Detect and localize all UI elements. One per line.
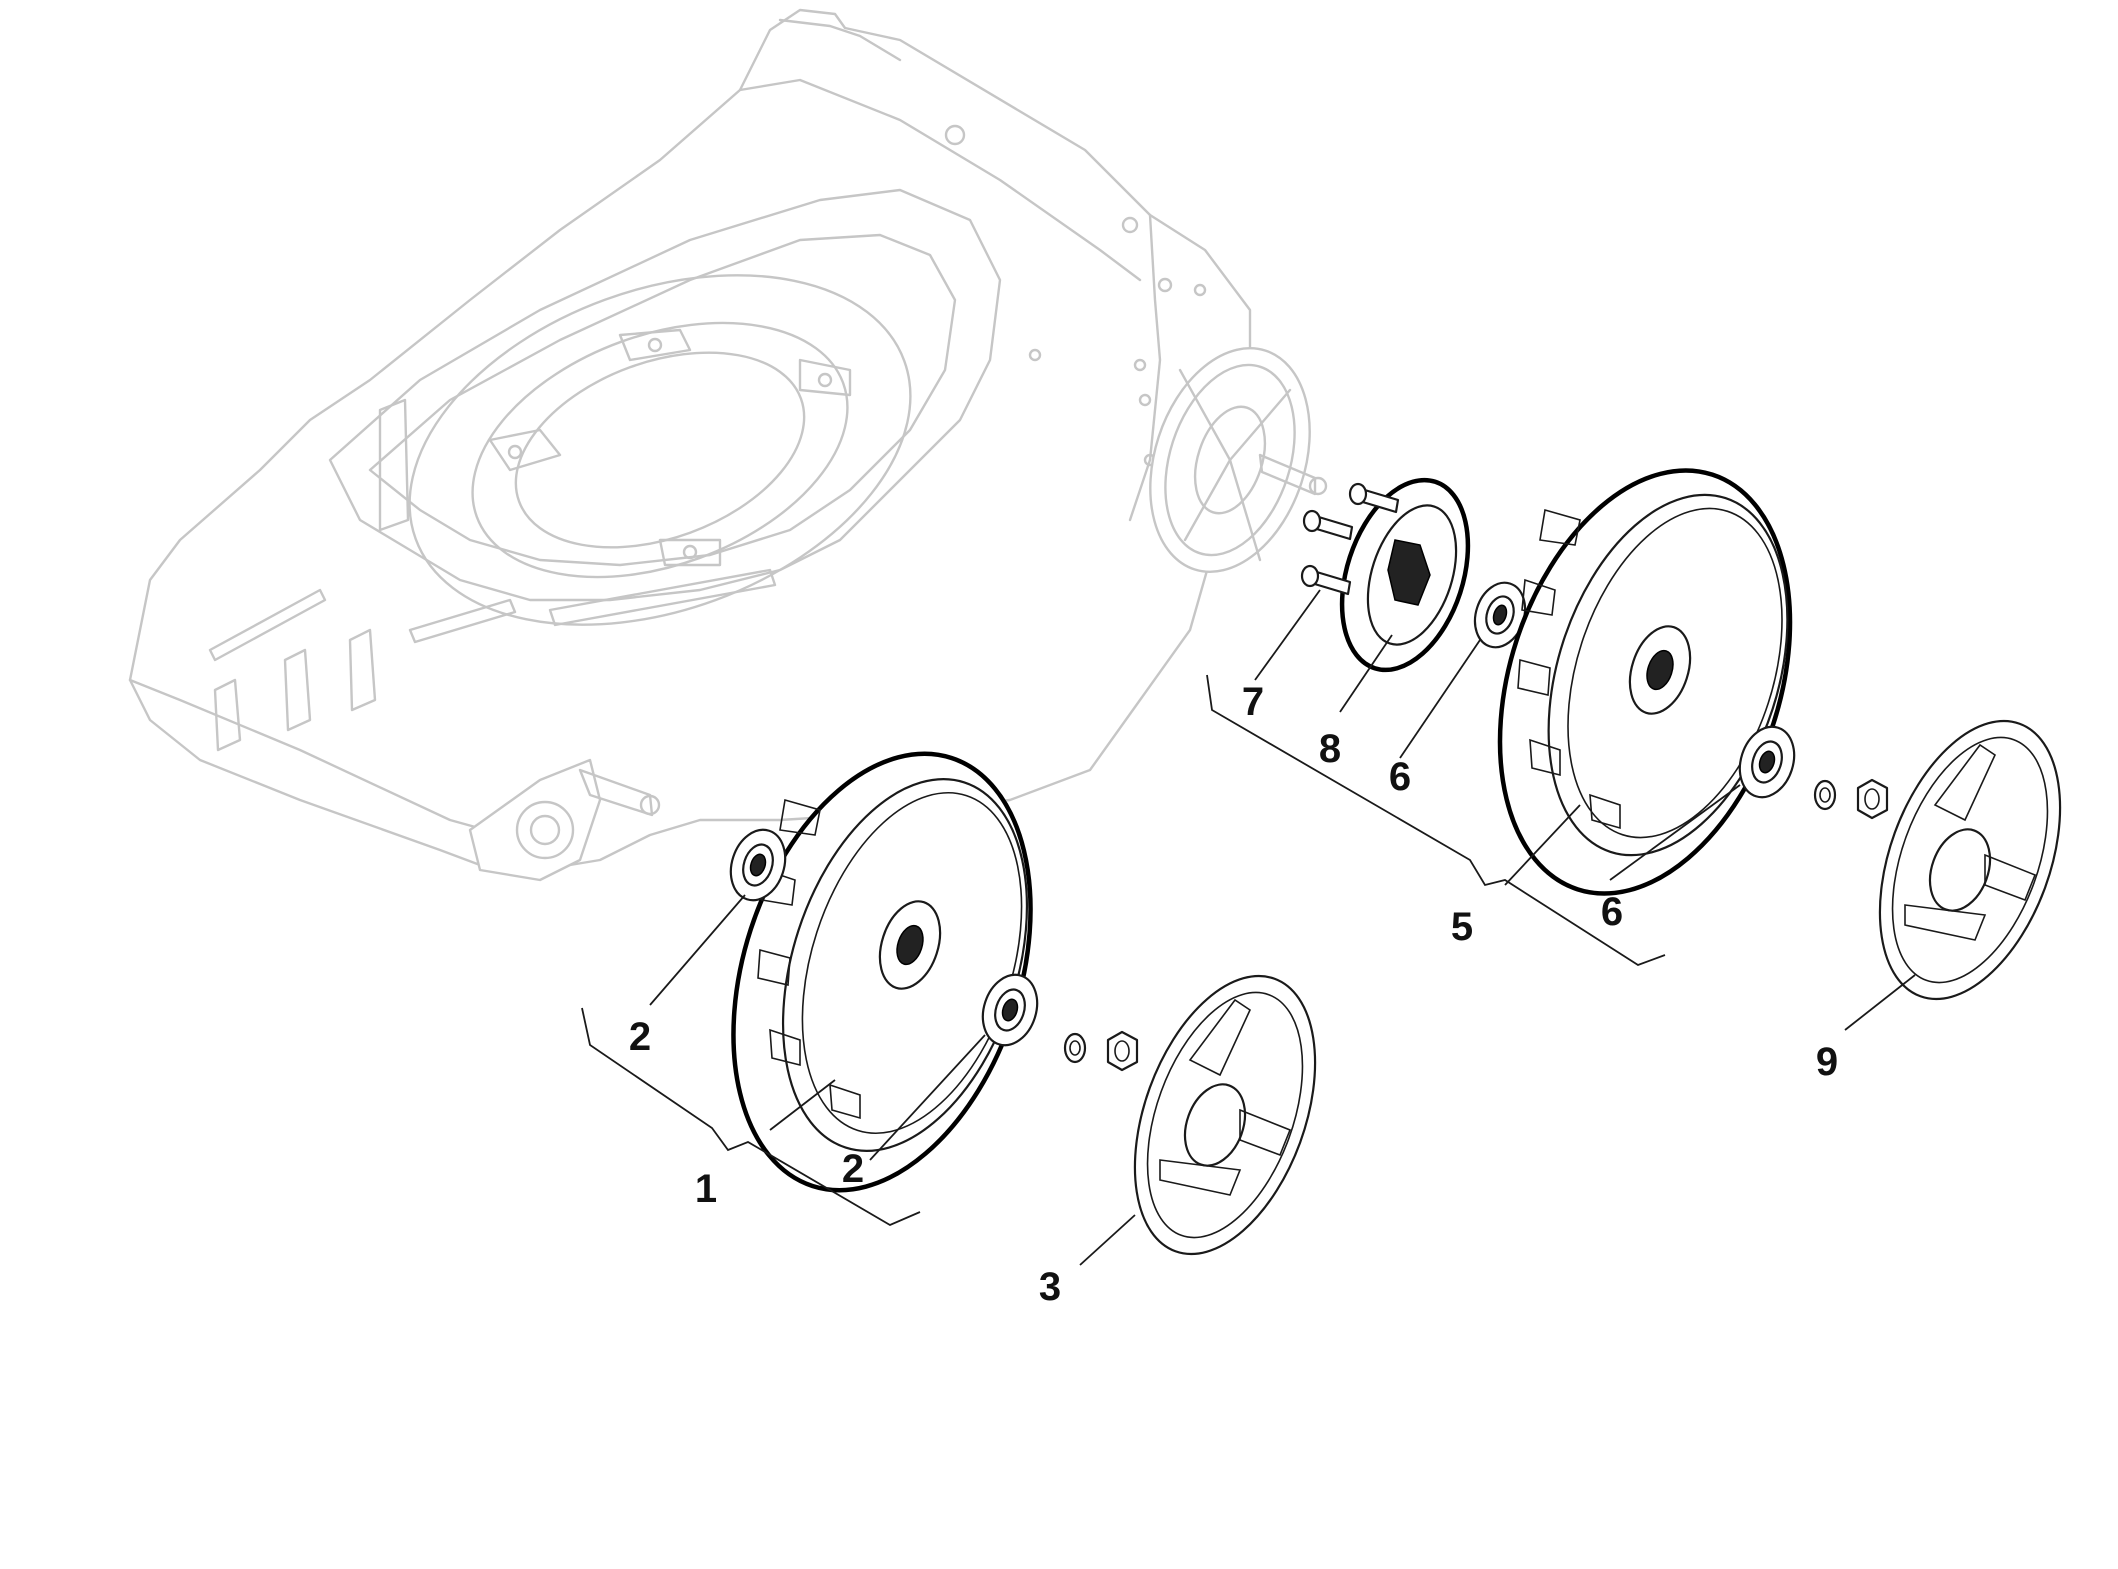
front-bearing-outer: [981, 973, 1039, 1047]
rear-bearing-outer: [1738, 725, 1796, 799]
mower-deck-outline: [128, 8, 1328, 882]
callout-2-front-inner: 2: [629, 1015, 651, 1059]
callout-5: 5: [1451, 905, 1473, 949]
front-assembly-bracket: [581, 1007, 921, 1227]
rear-assembly-bracket: [1206, 674, 1666, 966]
rear-bearing-inner: [1473, 581, 1527, 649]
front-wheel: [731, 751, 1033, 1193]
callouts: 1 2 2 3 5 6 6 7 8 9: [629, 680, 1838, 1309]
rear-hub-cap: [1878, 719, 2062, 1001]
front-bearing-inner: [729, 828, 787, 902]
leader-lines: [649, 589, 1916, 1266]
front-washer-nut: [1063, 1030, 1139, 1072]
front-hub-cap: [1133, 974, 1317, 1256]
drive-pinion-gear: [1339, 477, 1471, 673]
rear-wheel: [1497, 468, 1793, 896]
callout-8: 8: [1319, 727, 1341, 771]
callout-2-front-outer: 2: [842, 1147, 864, 1191]
callout-3: 3: [1039, 1265, 1061, 1309]
callout-7: 7: [1242, 680, 1264, 724]
callout-9: 9: [1816, 1040, 1838, 1084]
rear-washer-nut: [1813, 778, 1889, 820]
callout-6-rear-inner: 6: [1389, 755, 1411, 799]
callout-6-rear-outer: 6: [1601, 890, 1623, 934]
callout-1: 1: [695, 1167, 717, 1211]
gear-screws: [1300, 482, 1400, 596]
